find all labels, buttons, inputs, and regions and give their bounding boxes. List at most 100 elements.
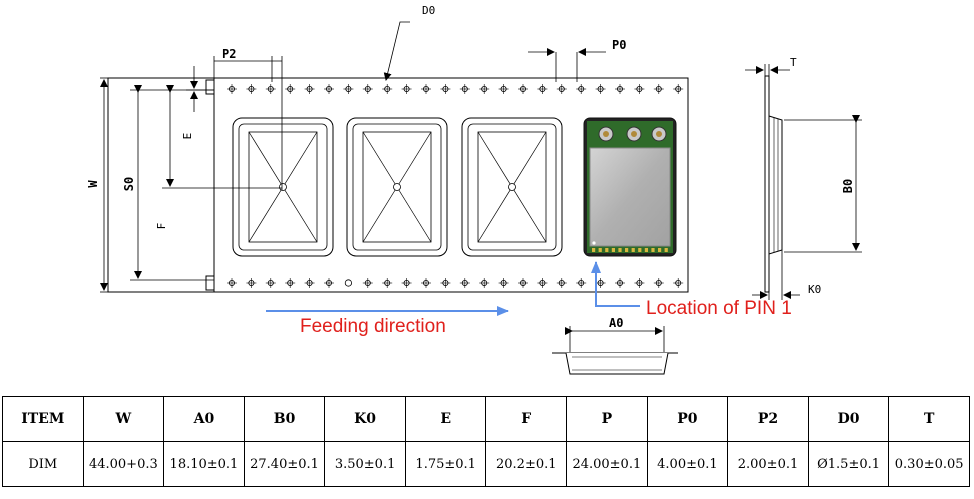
header-cell: D0	[807, 396, 890, 442]
feeding-direction-label: Feeding direction	[300, 316, 446, 337]
label-d0: D0	[422, 4, 435, 17]
sprocket-hole	[343, 84, 354, 94]
sprocket-hole	[401, 84, 412, 94]
header-cell: B0	[243, 396, 326, 442]
sprocket-hole	[382, 278, 393, 288]
sprocket-hole	[227, 84, 237, 94]
header-cell: P	[566, 396, 648, 442]
header-cell: ITEM	[2, 396, 84, 442]
sprocket-hole	[304, 84, 315, 94]
sprocket-hole	[595, 278, 606, 288]
table-header-row: ITEM W A0 B0 K0 E F P P0 P2 D0 T	[2, 396, 970, 442]
sprocket-hole	[246, 278, 257, 288]
empty-pocket	[346, 117, 448, 257]
pin1-dot	[592, 241, 596, 245]
header-cell: F	[485, 396, 568, 442]
sprocket-hole	[653, 278, 664, 288]
sprocket-hole	[285, 84, 296, 94]
tape-reel-drawing: D0 P2 P0 W S0 E F T B0	[86, 4, 862, 375]
label-f: F	[155, 223, 168, 230]
sprocket-hole	[634, 84, 645, 94]
value-cell: Ø1.5±0.1	[807, 441, 890, 487]
spec-table: ITEM W A0 B0 K0 E F P P0 P2 D0 T DIM 44.…	[2, 396, 970, 487]
value-cell: 2.00±0.1	[727, 441, 809, 487]
label-e: E	[181, 133, 194, 140]
header-cell: W	[82, 396, 165, 442]
sprocket-hole	[498, 84, 509, 94]
sprocket-hole	[362, 84, 373, 94]
label-s0: S0	[122, 177, 136, 191]
sprocket-holes-bottom	[227, 278, 684, 288]
sprocket-hole	[227, 278, 237, 288]
value-cell: 24.00±0.1	[566, 441, 648, 487]
sprocket-hole	[576, 278, 587, 288]
side-view	[764, 75, 783, 293]
empty-pocket	[232, 117, 334, 257]
label-a0: A0	[609, 316, 623, 330]
sprocket-hole	[421, 278, 431, 288]
label-p2: P2	[222, 47, 236, 61]
header-cell: A0	[163, 396, 245, 442]
sprocket-hole	[324, 278, 334, 288]
a0-view	[552, 352, 678, 375]
label-t: T	[790, 56, 797, 69]
sprocket-hole	[673, 278, 684, 288]
module-shield	[589, 147, 671, 247]
sprocket-hole	[401, 278, 412, 288]
sprocket-hole	[382, 84, 393, 94]
sprocket-hole	[440, 84, 451, 94]
sprocket-hole	[595, 84, 606, 94]
label-k0: K0	[808, 283, 821, 296]
header-cell: T	[888, 396, 970, 442]
pin1-label: Location of PIN 1	[646, 298, 792, 319]
header-cell: P2	[727, 396, 809, 442]
sprocket-hole	[421, 84, 431, 94]
pockets	[232, 117, 563, 257]
sprocket-hole	[673, 84, 684, 94]
sprocket-hole	[615, 84, 625, 94]
carrier-tape-outline	[107, 77, 689, 293]
value-cell: DIM	[2, 441, 84, 487]
sprocket-hole	[285, 278, 296, 288]
sprocket-hole	[556, 84, 567, 94]
sprocket-hole	[615, 278, 625, 288]
sprocket-hole	[304, 278, 315, 288]
d0-leader	[383, 21, 410, 81]
pin1-pointer	[591, 261, 640, 307]
value-cell: 27.40±0.1	[243, 441, 326, 487]
tape-end-notch-bottom	[205, 275, 215, 291]
sprocket-hole	[459, 84, 470, 94]
value-cell: 18.10±0.1	[163, 441, 245, 487]
value-cell: 4.00±0.1	[646, 441, 729, 487]
value-cell: 44.00+0.3	[82, 441, 165, 487]
sprocket-holes-top	[227, 84, 684, 94]
label-b0: B0	[841, 179, 855, 193]
sprocket-hole	[344, 279, 352, 287]
header-cell: E	[404, 396, 487, 442]
sprocket-hole	[653, 84, 664, 94]
label-w: W	[86, 180, 100, 188]
sprocket-hole	[634, 278, 645, 288]
sprocket-hole	[479, 84, 490, 94]
sprocket-hole	[362, 278, 373, 288]
sprocket-hole	[324, 84, 334, 94]
sprocket-hole	[246, 84, 257, 94]
sprocket-hole	[265, 278, 276, 288]
sprocket-hole	[498, 278, 509, 288]
sprocket-hole	[265, 84, 276, 94]
sprocket-hole	[459, 278, 470, 288]
sprocket-hole	[537, 84, 548, 94]
sprocket-hole	[440, 278, 451, 288]
value-cell: 0.30±0.05	[888, 441, 970, 487]
sprocket-hole	[576, 84, 587, 94]
sprocket-hole	[518, 278, 528, 288]
label-p0: P0	[612, 38, 626, 52]
wireless-module	[583, 117, 677, 257]
sprocket-hole	[537, 278, 548, 288]
table-row: DIM 44.00+0.3 18.10±0.1 27.40±0.1 3.50±0…	[2, 441, 970, 487]
sprocket-hole	[518, 84, 528, 94]
value-cell: 3.50±0.1	[324, 441, 406, 487]
value-cell: 1.75±0.1	[404, 441, 487, 487]
sprocket-hole	[479, 278, 490, 288]
empty-pocket	[461, 117, 563, 257]
